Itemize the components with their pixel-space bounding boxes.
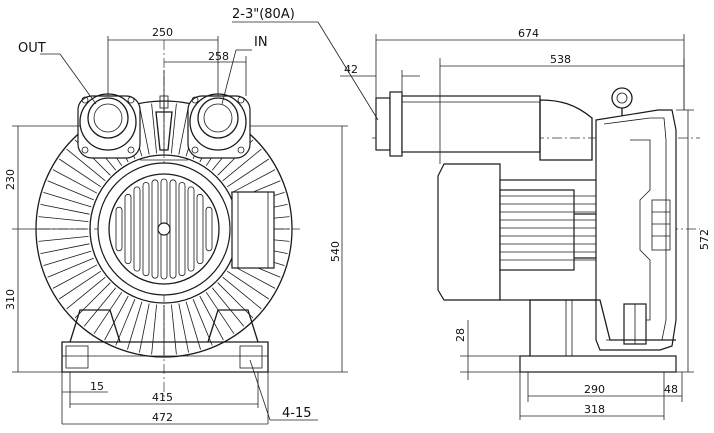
out-label: OUT [18,41,46,56]
dim-258-label: 258 [208,50,229,63]
dim-674-label: 674 [518,27,539,40]
cooling-fin [192,299,213,346]
mount-holes-callout: 4-15 [249,359,318,421]
cooling-fin [199,295,224,341]
cooling-fin [127,301,143,350]
dim-48-label: 48 [664,383,678,396]
cooling-fin [211,287,245,327]
cooling-fin [185,301,201,350]
dim-258: 258 [164,50,247,96]
inlet-port [187,93,251,159]
cooling-fin [43,192,92,208]
dim-472-label: 472 [152,411,173,424]
mount-holes-label: 4-15 [282,406,312,421]
cooling-fin [226,270,270,300]
cooling-fin [74,282,111,319]
cooling-fin [43,250,92,266]
cooling-fin [47,257,94,278]
cooling-fin [115,299,136,346]
front-base [61,309,269,373]
cooling-fin [47,180,94,201]
dim-250: 250 [107,26,219,96]
blower-housing [595,109,677,351]
cooling-fin [230,169,276,194]
outlet-port [77,93,141,159]
dim-230-label: 230 [4,169,17,190]
cooling-fin [38,216,89,222]
cooling-fin [66,148,106,182]
in-label: IN [254,35,268,50]
lifting-eye [611,87,633,120]
grille-slot [133,186,141,272]
dim-572: 572 [676,109,711,373]
grille-slot [124,193,132,265]
cooling-fin [222,148,262,182]
grille-slot [205,206,213,252]
cooling-fin [217,282,254,319]
side-base [519,299,677,373]
cooling-fin [40,204,90,215]
port-spec-callout: 2-3"(80A) [232,7,379,121]
dim-42: 42 [340,63,420,92]
dim-572-label: 572 [698,229,711,250]
dim-28-label: 28 [454,328,467,342]
dim-230-310: 230 310 [4,125,80,373]
cooling-fin [226,158,270,188]
cooling-fin [58,270,102,300]
side-view: 674 538 42 2-3"(80A) 572 [232,7,711,420]
dim-310-label: 310 [4,289,17,310]
dim-318-label: 318 [584,403,605,416]
cooling-fin [93,291,123,335]
dim-415-label: 415 [152,391,173,404]
grille-slot [196,193,204,265]
dim-538-label: 538 [550,53,571,66]
cooling-fin [38,236,89,242]
cooling-fin [178,303,189,353]
dim-250-label: 250 [152,26,173,39]
port-spec-label: 2-3"(80A) [232,7,295,22]
cooling-fin [222,276,262,310]
cooling-fin [178,105,189,155]
cooling-fin [151,103,157,154]
dim-540: 540 [250,125,348,373]
front-view: 250 258 OUT IN 230 310 [4,26,348,425]
dim-290-label: 290 [584,383,605,396]
side-port-pipe [375,91,593,161]
cooling-fin [139,105,150,155]
cooling-fin [171,304,177,355]
cooling-fin [104,295,129,341]
cooling-fin [52,169,98,194]
dim-42-label: 42 [344,63,358,76]
cooling-fin [58,158,102,188]
cooling-fin [66,276,106,310]
cooling-fin [40,243,90,254]
cooling-fin [230,264,276,289]
dim-540-label: 540 [329,241,342,262]
dim-674: 674 [375,27,685,110]
terminal-box [231,191,275,269]
cooling-fin [139,303,150,353]
out-callout: OUT [18,41,97,105]
grille-slot [178,181,186,277]
dim-bottom-side: 290 48 318 [519,372,683,420]
dim-bottom-front: 15 415 472 [61,372,269,425]
in-callout: IN [221,35,268,105]
cooling-fin [205,291,235,335]
grille-slot [187,186,195,272]
side-motor [437,163,621,301]
grille-slot [115,206,123,252]
cooling-fin [83,287,117,327]
grille-slot [142,181,150,277]
cooling-fin [171,103,177,154]
relief-valve [140,70,188,161]
dim-538: 538 [439,53,685,164]
cooling-fin [151,304,157,355]
dim-28: 28 [454,320,520,380]
dim-15-label: 15 [90,380,104,393]
cooling-fin [52,264,98,289]
